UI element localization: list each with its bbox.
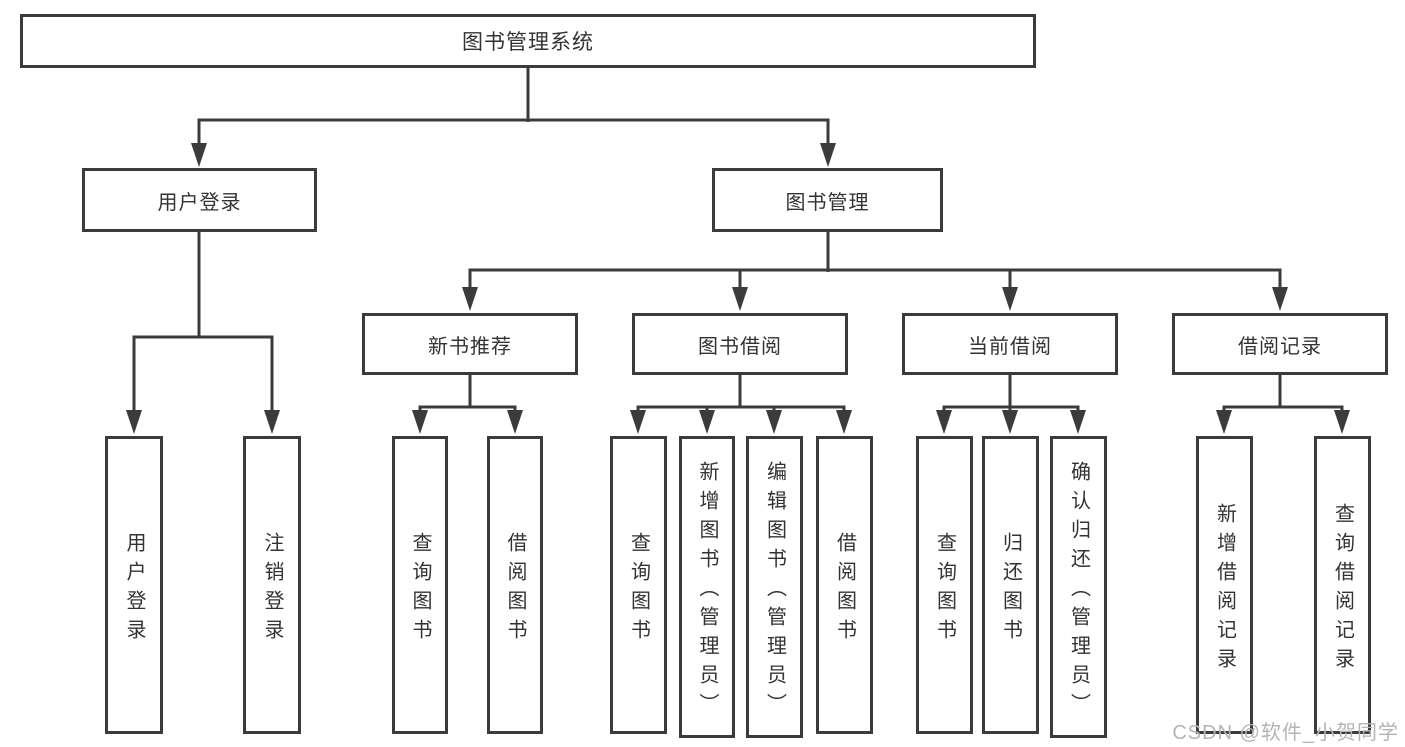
leaf-bb-borrow-books-label: 借阅图书 xyxy=(833,531,856,648)
leaf-nb-borrow-books-label: 借阅图书 xyxy=(504,531,526,648)
node-new-book-recommend: 新书推荐 xyxy=(362,313,578,375)
leaf-logout: 注销登录 xyxy=(243,436,301,734)
leaf-bb-query-books: 查询图书 xyxy=(610,436,667,734)
leaf-logout-label: 注销登录 xyxy=(261,531,283,648)
leaf-br-add-record-label: 新增借阅记录 xyxy=(1213,502,1236,677)
leaf-bb-edit-books-admin-label: 编辑图书（管理员） xyxy=(763,461,786,722)
leaf-cb-confirm-return-admin: 确认归还（管理员） xyxy=(1050,436,1107,738)
node-borrowing-records-label: 借阅记录 xyxy=(1238,335,1322,358)
node-borrowing-records: 借阅记录 xyxy=(1172,313,1388,375)
node-new-book-recommend-label: 新书推荐 xyxy=(428,335,512,358)
node-book-borrowing-label: 图书借阅 xyxy=(698,335,782,358)
connector-user-login-split xyxy=(126,232,280,434)
node-book-management-label: 图书管理 xyxy=(785,191,870,214)
leaf-br-query-record-label: 查询借阅记录 xyxy=(1331,502,1354,677)
connector-new-books-split xyxy=(412,375,523,434)
leaf-bb-add-books-admin-label: 新增图书（管理员） xyxy=(696,461,718,722)
node-library-management-system: 图书管理系统 xyxy=(20,14,1036,68)
node-user-login: 用户登录 xyxy=(82,168,317,232)
node-library-management-system-label: 图书管理系统 xyxy=(462,31,594,54)
node-current-borrowing-label: 当前借阅 xyxy=(968,335,1052,358)
connector-current-borrow-split xyxy=(936,375,1086,434)
node-current-borrowing: 当前借阅 xyxy=(902,313,1118,375)
csdn-watermark: CSDN @软件_小贺同学 xyxy=(1172,722,1399,744)
connector-root-split xyxy=(191,68,836,167)
leaf-cb-confirm-return-admin-label: 确认归还（管理员） xyxy=(1067,461,1090,722)
leaf-br-add-record: 新增借阅记录 xyxy=(1196,436,1253,734)
connector-book-borrow-split xyxy=(630,375,852,434)
leaf-nb-query-books-label: 查询图书 xyxy=(409,531,431,648)
leaf-bb-query-books-label: 查询图书 xyxy=(627,531,650,648)
leaf-cb-query-books: 查询图书 xyxy=(916,436,973,734)
leaf-bb-borrow-books: 借阅图书 xyxy=(816,436,873,734)
leaf-bb-add-books-admin: 新增图书（管理员） xyxy=(679,436,735,738)
leaf-br-query-record: 查询借阅记录 xyxy=(1314,436,1371,734)
leaf-user-login-label: 用户登录 xyxy=(123,531,145,648)
leaf-bb-edit-books-admin: 编辑图书（管理员） xyxy=(746,436,803,738)
leaf-user-login: 用户登录 xyxy=(105,436,163,734)
connector-borrow-records-split xyxy=(1216,375,1350,434)
leaf-nb-borrow-books: 借阅图书 xyxy=(487,436,543,734)
leaf-nb-query-books: 查询图书 xyxy=(392,436,448,734)
node-book-management: 图书管理 xyxy=(712,168,943,232)
connector-book-mgmt-split xyxy=(462,232,1288,311)
leaf-cb-return-books-label: 归还图书 xyxy=(999,531,1022,648)
leaf-cb-query-books-label: 查询图书 xyxy=(933,531,956,648)
node-book-borrowing: 图书借阅 xyxy=(632,313,848,375)
node-user-login-label: 用户登录 xyxy=(157,191,242,214)
leaf-cb-return-books: 归还图书 xyxy=(982,436,1039,734)
